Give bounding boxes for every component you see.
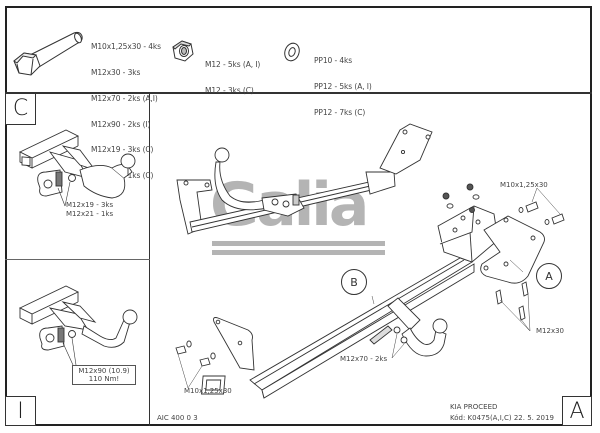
- bolt-line: M12x30 - 3ks: [91, 67, 141, 77]
- vehicle-model: KIA PROCEED: [450, 403, 498, 411]
- label-side-bolts: M12x30: [536, 327, 564, 335]
- bolt-line: M12x70 - 2ks (A,I): [91, 93, 158, 103]
- panel-c-bolt-line: M12x19 - 3ks: [66, 201, 114, 209]
- bolt-line: M10x1,25x30 - 4ks: [91, 42, 161, 52]
- washer-line: PP12 - 7ks (C): [314, 107, 366, 117]
- callout-a: A: [536, 263, 562, 289]
- label-ball-bolts: M12x70 - 2ks: [340, 355, 388, 363]
- registered-mark: R: [370, 178, 382, 190]
- washer-list: PP10 - 4ks PP12 - 5ks (A, I) PP12 - 7ks …: [314, 40, 372, 135]
- panel-c-label: C: [5, 93, 36, 125]
- sheet-variant-label: A: [562, 396, 592, 426]
- bolt-line: M12x21 - 1ks (C): [91, 171, 154, 181]
- label-top-bolts: M10x1,25x30: [500, 181, 548, 189]
- galia-logo-text: Galia: [210, 170, 369, 240]
- nut-line: M12 - 5ks (A, I): [205, 60, 261, 70]
- nut-line: M12 - 3ks (C): [205, 85, 254, 95]
- panel-c-bolt-line: M12x21 - 1ks: [66, 210, 114, 218]
- washer-line: PP10 - 4ks: [314, 56, 353, 66]
- bolt-list: M10x1,25x30 - 4ks M12x30 - 3ks M12x70 - …: [91, 26, 161, 198]
- drawing-number: AIC 400 0 3: [157, 414, 198, 422]
- panel-c-i-divider: [5, 259, 150, 260]
- galia-logo-bar-bottom: [212, 250, 385, 255]
- drawing-frame: [5, 6, 592, 426]
- panel-c-annotation: M12x19 - 3ks M12x21 - 1ks: [66, 201, 113, 219]
- panel-i-torque-value: 110 Nm!: [88, 375, 120, 383]
- product-code-date: Kód: K0475(A,I,C) 22. 5. 2019: [450, 414, 554, 422]
- panel-i-bolt-spec: M12x90 (10.9): [78, 367, 130, 375]
- header-divider: [5, 92, 592, 94]
- panel-i-label: I: [5, 396, 36, 426]
- bolt-line: M12x19 - 3ks (C): [91, 145, 154, 155]
- nut-list: M12 - 5ks (A, I) M12 - 3ks (C): [205, 44, 260, 113]
- bolt-line: M12x90 - 2ks (I): [91, 119, 151, 129]
- callout-b: B: [341, 269, 367, 295]
- galia-logo-bar-top: [212, 241, 385, 246]
- panel-i-torque-note: M12x90 (10.9) 110 Nm!: [72, 365, 136, 385]
- washer-line: PP12 - 5ks (A, I): [314, 81, 372, 91]
- label-front-bolts: M10x1,25x30: [184, 387, 232, 395]
